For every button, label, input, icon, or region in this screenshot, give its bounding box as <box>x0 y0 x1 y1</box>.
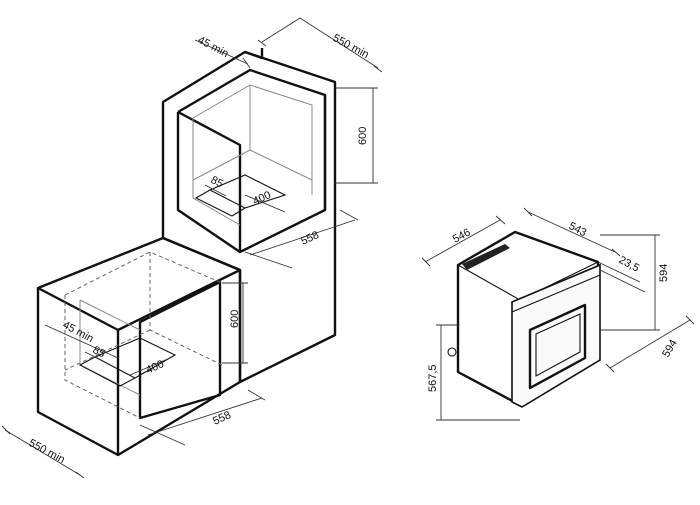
svg-text:558: 558 <box>299 229 321 248</box>
dim-column-top-gap: 45 min <box>194 34 251 69</box>
svg-text:400: 400 <box>251 189 273 208</box>
dim-undercounter-depth: 550 min <box>1 425 85 479</box>
dim-column-top-offset: 85 <box>204 174 227 197</box>
dim-oven-front-width: 594 <box>605 315 695 373</box>
dim-oven-depth-total: 543 <box>523 207 621 257</box>
oven-front-panel <box>511 263 601 408</box>
column-cabinet-opening <box>176 68 327 254</box>
undercounter-cabinet-cavity <box>64 251 223 419</box>
dim-oven-depth-body: 546 <box>421 215 506 267</box>
svg-text:45 min: 45 min <box>196 34 231 60</box>
dim-oven-panel-thickness: 23,5 <box>597 254 646 293</box>
svg-text:594: 594 <box>660 338 680 360</box>
svg-text:85: 85 <box>91 344 107 360</box>
column-cabinet-shelf <box>194 174 287 217</box>
dim-undercounter-width: 558 <box>139 389 266 446</box>
svg-text:600: 600 <box>229 310 241 328</box>
dim-undercounter-height: 600 <box>222 282 248 364</box>
svg-text:600: 600 <box>357 127 369 145</box>
svg-text:85: 85 <box>209 174 225 190</box>
dim-undercounter-offset: 85 <box>84 344 107 363</box>
column-cabinet <box>161 48 337 384</box>
column-cabinet-cavity <box>192 84 313 226</box>
svg-text:558: 558 <box>211 409 233 428</box>
oven-control-strip <box>511 274 601 313</box>
undercounter-cabinet-shelf <box>78 337 177 387</box>
oven-door-window <box>528 303 587 390</box>
undercounter-cabinet-outline <box>36 236 242 457</box>
dim-undercounter-cutout: 400 <box>129 357 171 377</box>
dim-column-top-height: 600 <box>335 87 378 184</box>
svg-text:594: 594 <box>658 264 670 282</box>
svg-text:23,5: 23,5 <box>617 254 642 275</box>
oven-unit <box>447 230 601 408</box>
oven-door-inner <box>535 313 581 377</box>
oven-side-knob <box>447 347 457 357</box>
dim-column-top-depth: 550 min <box>257 17 383 73</box>
dim-oven-front-height: 594 <box>600 234 670 331</box>
svg-text:45 min: 45 min <box>61 319 96 345</box>
undercounter-cabinet-opening <box>138 280 222 420</box>
dim-oven-body-height: 567,5 <box>427 324 520 421</box>
svg-text:543: 543 <box>567 220 589 239</box>
undercounter-cabinet <box>36 236 242 457</box>
svg-text:550 min: 550 min <box>27 437 67 466</box>
svg-text:546: 546 <box>451 226 473 245</box>
svg-text:567,5: 567,5 <box>427 364 439 392</box>
oven-vent <box>462 244 510 270</box>
svg-text:550 min: 550 min <box>331 32 371 61</box>
dim-column-top-width: 558 <box>244 209 359 269</box>
